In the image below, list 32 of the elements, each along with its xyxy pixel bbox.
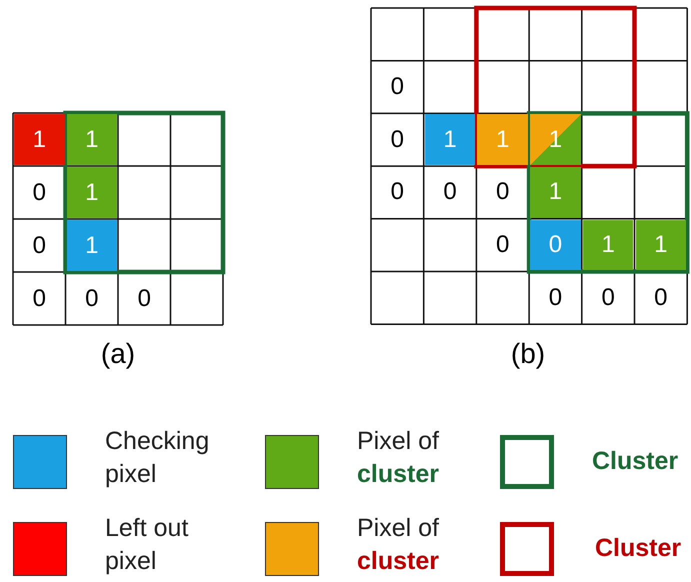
pixel-value: 0 [390, 177, 406, 208]
pixel-cell: 1 [66, 167, 117, 218]
pixel-value: 0 [548, 282, 564, 313]
pixel-value: 0 [495, 177, 510, 208]
pixel-cell: 1 [636, 220, 686, 270]
pixel-value: 0 [442, 177, 458, 208]
legend-label: Cluster [592, 446, 678, 477]
pixel-cell: 1 [66, 114, 117, 165]
panel-caption: (a) [100, 337, 136, 371]
pixel-value: 0 [32, 230, 47, 260]
pixel-cell: 1 [66, 220, 117, 271]
pixel-cell: 1 [530, 167, 581, 218]
pixel-cell: 1 [14, 114, 64, 165]
pixel-cell: 0 [530, 220, 581, 270]
pixel-cell: 1 [477, 114, 528, 166]
pixel-value: 0 [390, 124, 406, 155]
pixel-value: 0 [84, 284, 100, 314]
pixel-value: 0 [600, 282, 616, 313]
pixel-cell: 1 [582, 220, 634, 270]
legend-label: Left out pixel [105, 513, 190, 577]
pixel-value: 0 [32, 178, 47, 208]
panel-caption: (b) [510, 337, 546, 371]
legend-label: Checking pixel [105, 426, 210, 490]
legend-label: Pixel of cluster [357, 513, 440, 577]
pixel-value: 0 [136, 284, 152, 314]
pixel-value: 0 [32, 284, 47, 314]
legend-label: Pixel of cluster [357, 426, 440, 490]
pixel-value: 0 [495, 230, 510, 260]
legend-label: Cluster [595, 533, 682, 564]
pixel-value: 0 [653, 282, 669, 313]
pixel-cell: 1 [424, 114, 476, 166]
pixel-value: 0 [390, 72, 406, 102]
